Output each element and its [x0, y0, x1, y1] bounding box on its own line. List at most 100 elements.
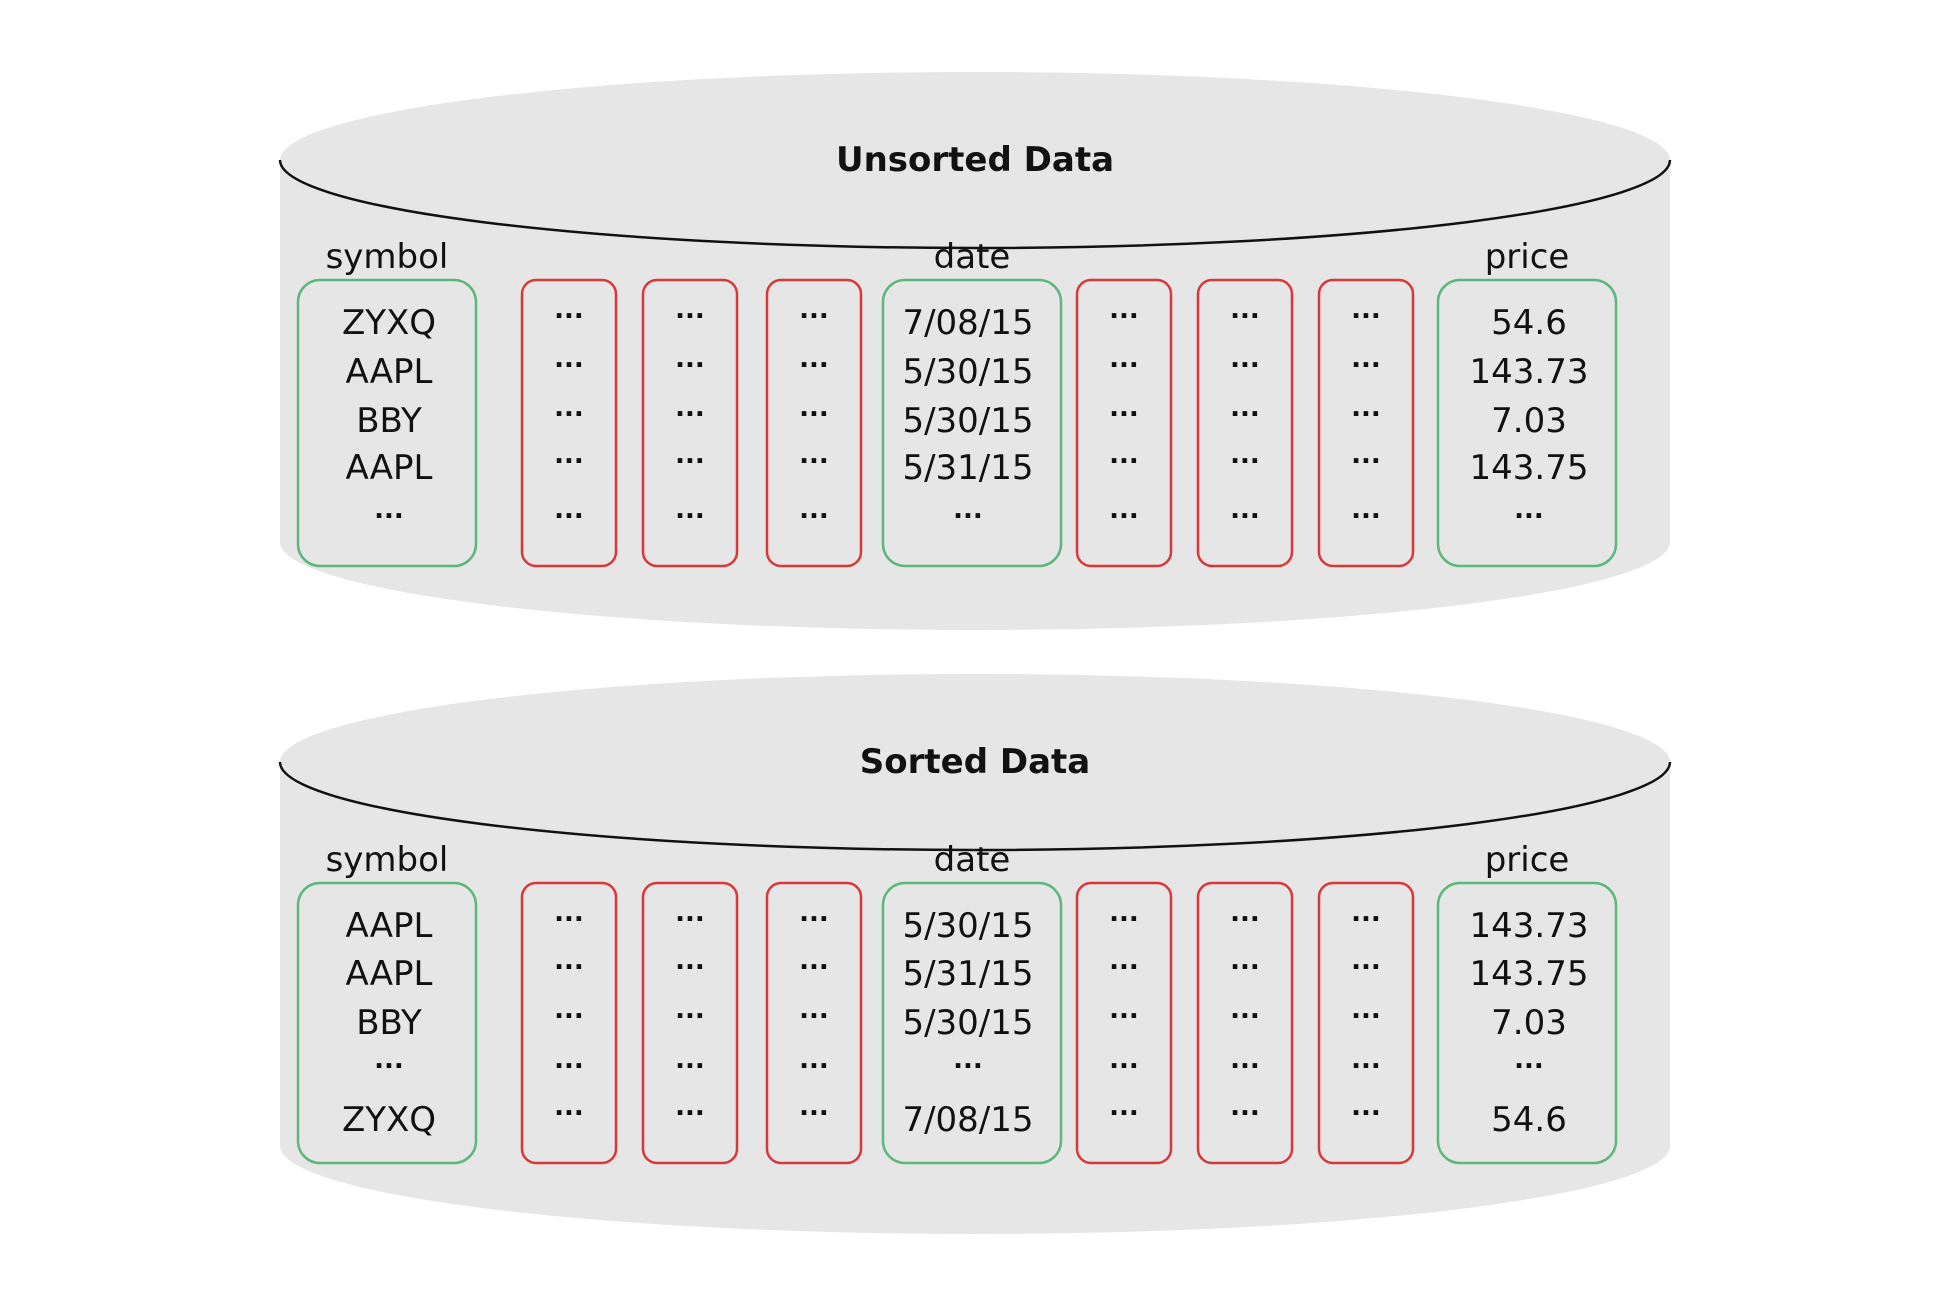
symbol-column: symbolZYXQAAPLBBYAAPL... [296, 237, 478, 568]
elided-cell: ... [1230, 393, 1260, 423]
date-cell: 5/30/15 [902, 1003, 1033, 1043]
elided-column-box [1075, 881, 1173, 1165]
date-cell: 5/31/15 [902, 448, 1033, 488]
elided-cell: ... [1351, 393, 1381, 423]
elided-column: ............... [641, 881, 739, 1165]
elided-cell: ... [1109, 1092, 1139, 1122]
elided-column: ............... [641, 278, 739, 568]
elided-cell: ... [554, 440, 584, 470]
elided-column: ............... [765, 881, 863, 1165]
symbol-cell: AAPL [346, 954, 433, 994]
elided-cell: ... [554, 946, 584, 976]
elided-cell: ... [675, 295, 705, 325]
elided-column-box [520, 881, 618, 1165]
elided-cell: ... [799, 495, 829, 525]
elided-column-box [765, 881, 863, 1165]
elided-column-box [641, 881, 739, 1165]
elided-column: ............... [1317, 881, 1415, 1165]
price-cell: 143.73 [1470, 906, 1589, 946]
elided-cell: ... [799, 344, 829, 374]
elided-cell: ... [554, 295, 584, 325]
symbol-cell: BBY [356, 1003, 422, 1043]
elided-cell: ... [799, 946, 829, 976]
elided-cell: ... [1109, 1045, 1139, 1075]
elided-cell: ... [554, 898, 584, 928]
elided-cell: ... [1109, 295, 1139, 325]
date-header: date [934, 237, 1011, 277]
symbol-cell: ZYXQ [342, 303, 436, 343]
elided-column: ............... [1075, 881, 1173, 1165]
symbol-cell: ... [374, 1045, 404, 1075]
elided-cell: ... [799, 1045, 829, 1075]
date-column: date7/08/155/30/155/30/155/31/15... [881, 237, 1063, 568]
symbol-column-box [296, 278, 478, 568]
date-cell: 7/08/15 [902, 303, 1033, 343]
elided-column-box [641, 278, 739, 568]
elided-cell: ... [675, 946, 705, 976]
cylinder-body [280, 160, 1670, 630]
elided-cell: ... [675, 495, 705, 525]
symbol-cell: ZYXQ [342, 1100, 436, 1140]
elided-column: ............... [1196, 881, 1294, 1165]
price-cell: ... [1514, 1045, 1544, 1075]
elided-cell: ... [554, 344, 584, 374]
date-column-box [881, 881, 1063, 1165]
elided-cell: ... [675, 995, 705, 1025]
symbol-cell: AAPL [346, 906, 433, 946]
price-column-box [1436, 881, 1618, 1165]
elided-cell: ... [1109, 393, 1139, 423]
elided-column-box [1196, 278, 1294, 568]
date-column-box [881, 278, 1063, 568]
date-cell: ... [953, 495, 983, 525]
date-cell: 5/30/15 [902, 401, 1033, 441]
elided-cell: ... [1230, 495, 1260, 525]
elided-cell: ... [1351, 440, 1381, 470]
elided-column: ............... [520, 278, 618, 568]
symbol-column-box [296, 881, 478, 1165]
unsorted-data-cylinder: Unsorted DatasymbolZYXQAAPLBBYAAPL...dat… [278, 72, 1672, 630]
elided-cell: ... [799, 393, 829, 423]
elided-cell: ... [554, 393, 584, 423]
elided-cell: ... [675, 440, 705, 470]
elided-cell: ... [799, 440, 829, 470]
elided-cell: ... [799, 295, 829, 325]
elided-cell: ... [1109, 946, 1139, 976]
elided-column: ............... [765, 278, 863, 568]
elided-cell: ... [1351, 344, 1381, 374]
elided-cell: ... [1230, 995, 1260, 1025]
elided-cell: ... [675, 344, 705, 374]
elided-column-box [1075, 278, 1173, 568]
symbol-cell: BBY [356, 401, 422, 441]
elided-cell: ... [1230, 344, 1260, 374]
elided-cell: ... [1109, 344, 1139, 374]
elided-column: ............... [520, 881, 618, 1165]
symbol-cell: AAPL [346, 448, 433, 488]
elided-cell: ... [1230, 898, 1260, 928]
price-cell: 143.75 [1470, 448, 1589, 488]
elided-column-box [765, 278, 863, 568]
price-cell: 143.73 [1470, 352, 1589, 392]
elided-column-box [1317, 881, 1415, 1165]
elided-cell: ... [1109, 495, 1139, 525]
cylinder-title: Sorted Data [860, 742, 1090, 782]
date-header: date [934, 840, 1011, 880]
elided-cell: ... [1230, 440, 1260, 470]
elided-cell: ... [799, 898, 829, 928]
date-cell: ... [953, 1045, 983, 1075]
elided-cell: ... [675, 1045, 705, 1075]
elided-column: ............... [1196, 278, 1294, 568]
elided-cell: ... [1230, 1045, 1260, 1075]
elided-cell: ... [554, 1092, 584, 1122]
cylinder-title: Unsorted Data [836, 140, 1114, 180]
elided-cell: ... [1230, 946, 1260, 976]
elided-cell: ... [1351, 995, 1381, 1025]
date-cell: 5/31/15 [902, 954, 1033, 994]
symbol-header: symbol [326, 840, 449, 880]
price-header: price [1485, 237, 1570, 277]
symbol-header: symbol [326, 237, 449, 277]
date-cell: 5/30/15 [902, 906, 1033, 946]
elided-column-box [520, 278, 618, 568]
elided-cell: ... [1351, 295, 1381, 325]
